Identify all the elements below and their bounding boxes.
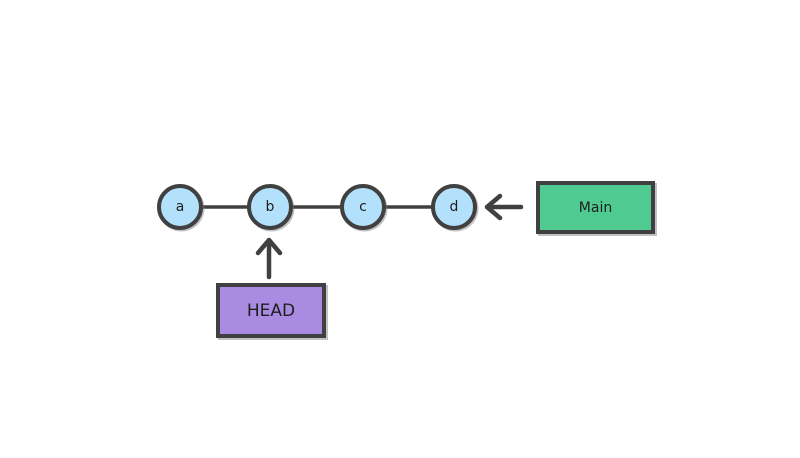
main-branch-box: Main (536, 181, 655, 234)
main-branch-label: Main (578, 199, 613, 216)
commit-label-b: b (265, 199, 275, 215)
head-pointer-box: HEAD (216, 283, 326, 338)
commit-node-c: c (340, 184, 386, 230)
commit-label-c: c (359, 199, 367, 215)
commit-node-b: b (247, 184, 293, 230)
commit-label-d: d (449, 199, 459, 215)
head-pointer-label: HEAD (246, 300, 296, 321)
head-arrow-up-icon (255, 237, 283, 280)
commit-label-a: a (175, 199, 185, 215)
commit-node-d: d (431, 184, 477, 230)
main-arrow-left-icon (484, 193, 524, 221)
commit-node-a: a (157, 184, 203, 230)
